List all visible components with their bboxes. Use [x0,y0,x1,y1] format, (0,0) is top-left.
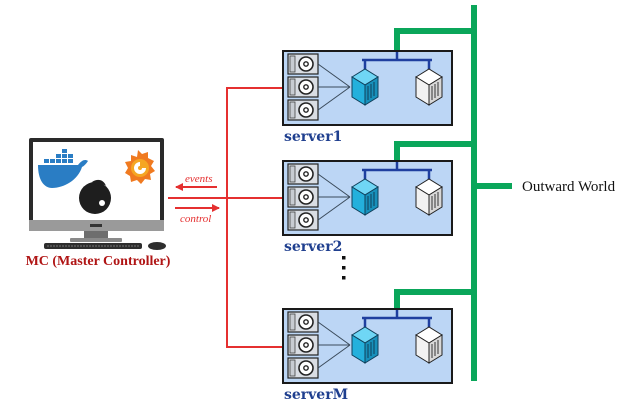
server-list: server1 server2 serverM [282,50,453,403]
ellipsis-more-servers [342,256,346,280]
disk-drive-icon [287,186,319,208]
server-serverM[interactable]: serverM [282,308,453,403]
disk-drive-icon [287,99,319,121]
network-branch-server2 [394,141,474,162]
network-bus [394,5,512,381]
container-active-icon[interactable] [351,68,379,106]
network-branch-serverM [394,289,474,310]
disk-drive-icon [287,76,319,98]
container-idle-icon[interactable] [415,68,443,106]
docker-icon [38,149,88,188]
outward-world-label: Outward World [522,179,616,195]
mc-label: MC (Master Controller) [26,254,171,269]
events-label: events [185,173,212,185]
server-server1[interactable]: server1 [282,50,453,145]
internal-network-bus [362,162,432,181]
disk-drive-icon [287,311,319,333]
server-label: serverM [284,387,348,403]
server-label: server1 [284,129,342,145]
internal-network-bus [362,310,432,329]
container-idle-icon[interactable] [415,326,443,364]
container-active-icon[interactable] [351,178,379,216]
disk-link [317,63,351,88]
disk-drive-icon [287,209,319,231]
server-server2[interactable]: server2 [282,160,453,255]
network-branch-server1 [394,28,474,52]
disk-link [317,86,351,111]
phoenix-logo-icon [79,179,111,214]
disk-link [317,321,351,346]
container-idle-icon[interactable] [415,178,443,216]
flow-arrows: events control [175,173,220,225]
control-bus [168,87,283,348]
master-controller[interactable]: MC (Master Controller) [26,138,171,269]
container-active-icon[interactable] [351,326,379,364]
disk-drive-icon [287,357,319,379]
disk-link [317,196,351,221]
keyboard-icon [44,243,142,249]
disk-link [317,344,351,369]
internal-network-bus [362,52,432,71]
server-label: server2 [284,239,342,255]
control-label: control [180,213,211,225]
disk-drive-icon [287,334,319,356]
disk-drive-icon [287,53,319,75]
mouse-icon [148,242,166,250]
disk-link [317,173,351,198]
grafana-icon [125,150,155,184]
disk-drive-icon [287,163,319,185]
